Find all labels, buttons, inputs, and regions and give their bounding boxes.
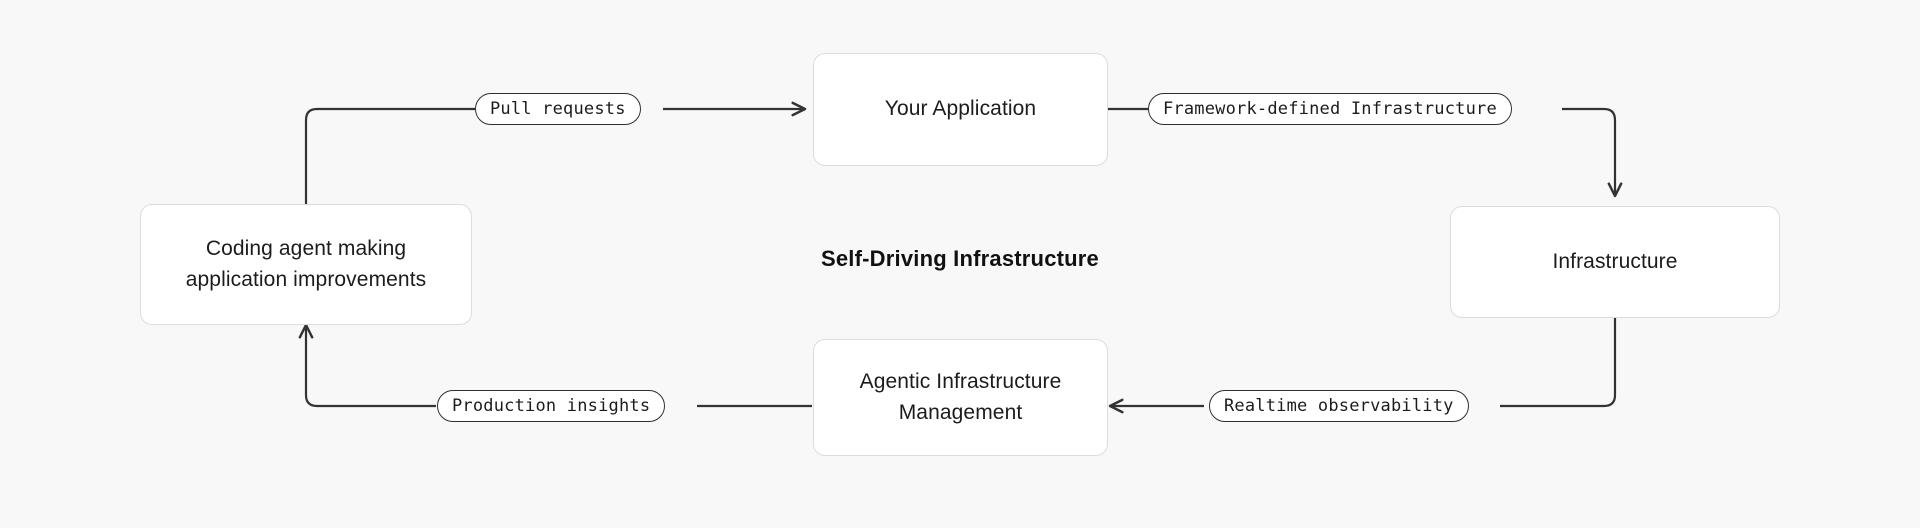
edge-label-framework-defined-infrastructure-text: Framework-defined Infrastructure [1163,99,1497,119]
edge-label-production-insights[interactable]: Production insights [437,390,666,422]
edge-label-pull-requests-text: Pull requests [490,99,626,119]
node-your-application-label: Your Application [884,97,1037,121]
diagram-title: Self-Driving Infrastructure [820,246,1099,271]
node-infrastructure[interactable]: Infrastructure [1450,206,1780,318]
edge-path-framework-defined-infrastructure-tail [1562,107,1623,198]
node-coding-agent[interactable]: Coding agent making application improvem… [140,204,472,325]
node-coding-agent-label: Coding agent making application improvem… [185,237,427,291]
edge-path-production-insights-tail [298,323,436,408]
node-agentic-infrastructure-management[interactable]: Agentic Infrastructure Management [813,339,1108,456]
edge-label-production-insights-text: Production insights [452,396,651,416]
edge-path-realtime-observability [1500,318,1617,408]
edge-path-pull-requests [304,107,475,204]
node-agentic-infrastructure-management-label: Agentic Infrastructure Management [859,370,1062,424]
edge-label-pull-requests[interactable]: Pull requests [475,93,641,125]
node-your-application[interactable]: Your Application [813,53,1108,166]
edge-label-realtime-observability-text: Realtime observability [1224,396,1454,416]
edge-label-realtime-observability[interactable]: Realtime observability [1209,390,1469,422]
node-infrastructure-label: Infrastructure [1552,249,1678,273]
edge-label-framework-defined-infrastructure[interactable]: Framework-defined Infrastructure [1148,93,1512,125]
